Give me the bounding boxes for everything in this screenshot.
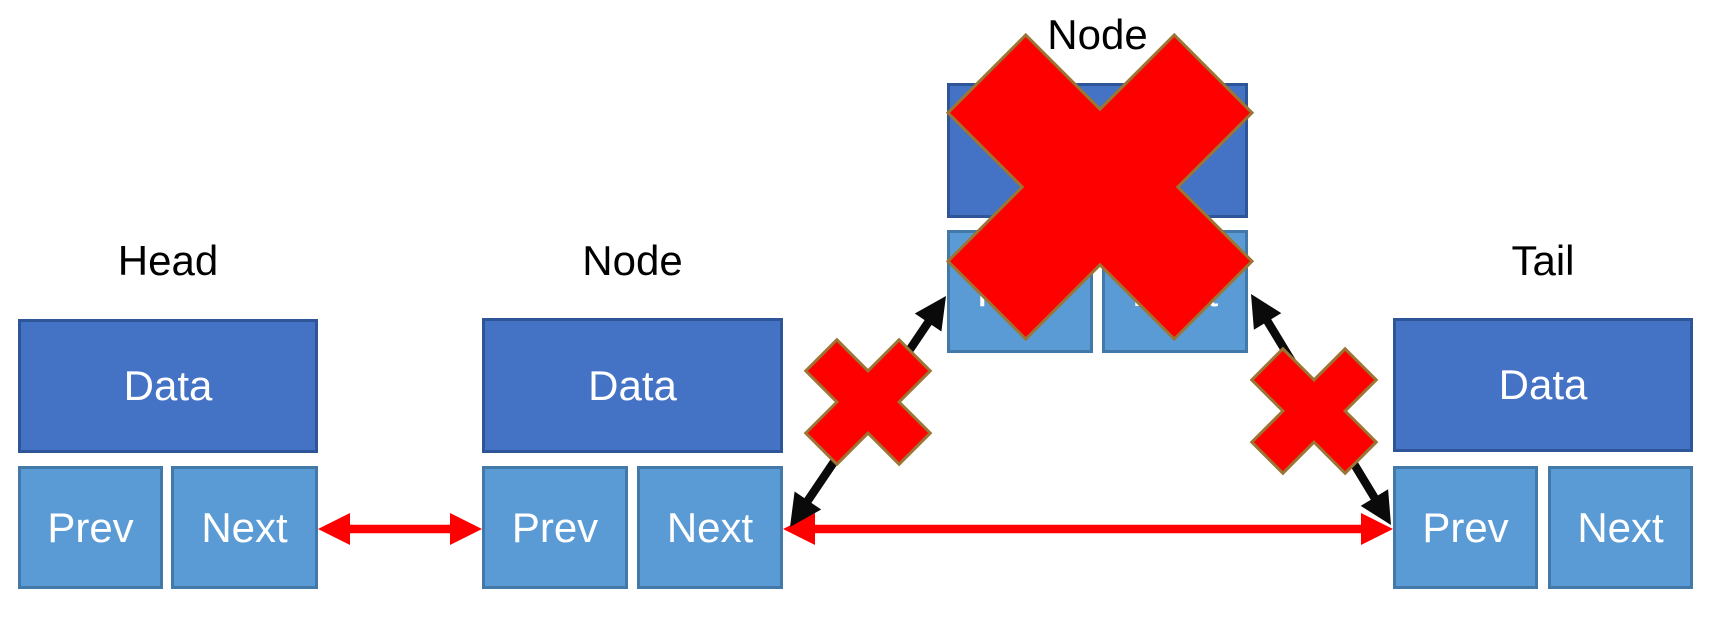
head-next-label: Next	[201, 503, 288, 551]
head-data-box: Data	[18, 319, 318, 453]
tail-node-title: Tail	[1511, 237, 1575, 284]
deleted-node-data-box: Data	[947, 83, 1248, 218]
head-next-box: Next	[171, 466, 318, 589]
deleted-node-title: Node	[1047, 11, 1148, 58]
head-node-title: Head	[117, 237, 219, 284]
deleted-node-prev-box: Prev	[947, 230, 1093, 353]
head-prev-box: Prev	[18, 466, 163, 589]
tail-data-box: Data	[1393, 318, 1693, 452]
delete-x-right	[1249, 346, 1379, 476]
node-to-deleted-prev-arrow	[790, 296, 946, 527]
head-next-to-node-prev-arrow	[318, 513, 482, 545]
tail-next-label: Next	[1577, 503, 1664, 551]
head-prev-label: Prev	[47, 503, 134, 551]
deleted-next-to-tail-prev-arrow	[1251, 294, 1391, 525]
deleted-node-next-box: Next	[1102, 230, 1248, 353]
second-node-next-box: Next	[637, 466, 783, 589]
second-node-data-box: Data	[482, 318, 783, 453]
second-node-data-label: Data	[588, 361, 677, 409]
tail-prev-label: Prev	[1422, 503, 1509, 551]
delete-x-left	[803, 337, 933, 467]
second-node-next-label: Next	[666, 503, 754, 551]
tail-next-box: Next	[1548, 466, 1693, 589]
deleted-node-prev-label: Prev	[976, 267, 1064, 315]
second-node-title: Node	[582, 237, 683, 284]
tail-data-label: Data	[1498, 361, 1588, 408]
head-data-label: Data	[123, 362, 213, 409]
deleted-node-next-label: Next	[1131, 267, 1219, 315]
node-next-to-tail-prev-arrow	[783, 513, 1393, 545]
second-node-prev-box: Prev	[482, 466, 628, 589]
second-node-prev-label: Prev	[511, 503, 599, 551]
tail-prev-box: Prev	[1393, 466, 1538, 589]
deleted-node-data-label: Data	[1053, 126, 1142, 174]
